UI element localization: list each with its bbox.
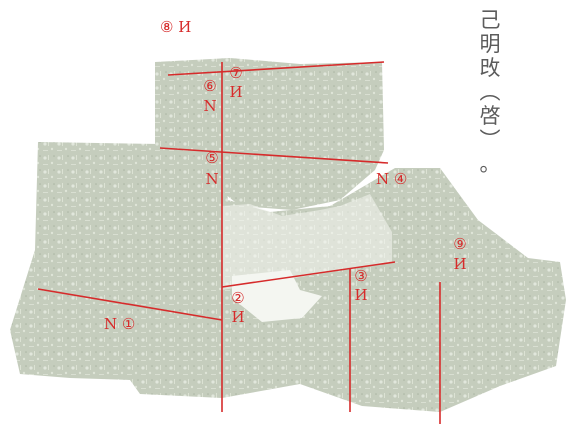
marker-4: N ④ [376, 171, 407, 187]
caption-char: 己 [479, 8, 501, 32]
rubbing-gap-upper [222, 194, 392, 290]
cut-line-left [37, 288, 223, 321]
marker-1: N ① [104, 316, 135, 332]
marker-7-number: ⑦ [229, 64, 243, 82]
marker-3: ③ И [352, 268, 370, 303]
marker-4-glyph: N [376, 170, 390, 188]
cut-line-upper [159, 147, 389, 164]
marker-5-number: ⑤ [205, 149, 219, 167]
caption-char: 。 [479, 152, 501, 176]
caption-char: 啓 [479, 104, 501, 128]
marker-1-glyph: N [104, 315, 118, 333]
cut-lines [37, 61, 441, 424]
marker-6: ⑥ N [200, 78, 220, 114]
marker-9: ⑨ И [450, 236, 470, 272]
marker-8-number: ⑧ [160, 18, 174, 36]
marker-1-number: ① [121, 315, 136, 333]
marker-4-number: ④ [393, 170, 408, 188]
marker-2-number: ② [231, 289, 245, 307]
marker-8-glyph: И [178, 18, 192, 36]
caption-vertical-text: 己 明 攺 ︵ 啓 ︶ 。 [472, 8, 508, 176]
cut-line-middle [221, 261, 396, 288]
marker-3-glyph: И [354, 286, 368, 304]
marker-6-glyph: N [203, 97, 217, 115]
marker-2-glyph: И [231, 308, 245, 326]
marker-5-glyph: N [205, 170, 219, 188]
caption-char: 攺 [479, 56, 501, 80]
marker-5: ⑤ N [202, 150, 222, 187]
caption-char: ︶ [479, 128, 501, 152]
marker-3-number: ③ [354, 267, 368, 285]
marker-2: ② И [228, 290, 248, 325]
marker-7: ⑦ И [226, 65, 246, 100]
marker-9-glyph: И [453, 255, 467, 273]
marker-6-number: ⑥ [203, 77, 217, 95]
cut-line-top [167, 61, 385, 76]
marker-7-glyph: И [229, 83, 243, 101]
marker-8: ⑧ И [160, 19, 191, 35]
caption-char: 明 [479, 32, 501, 56]
marker-9-number: ⑨ [453, 235, 467, 253]
caption-char: ︵ [479, 80, 501, 104]
